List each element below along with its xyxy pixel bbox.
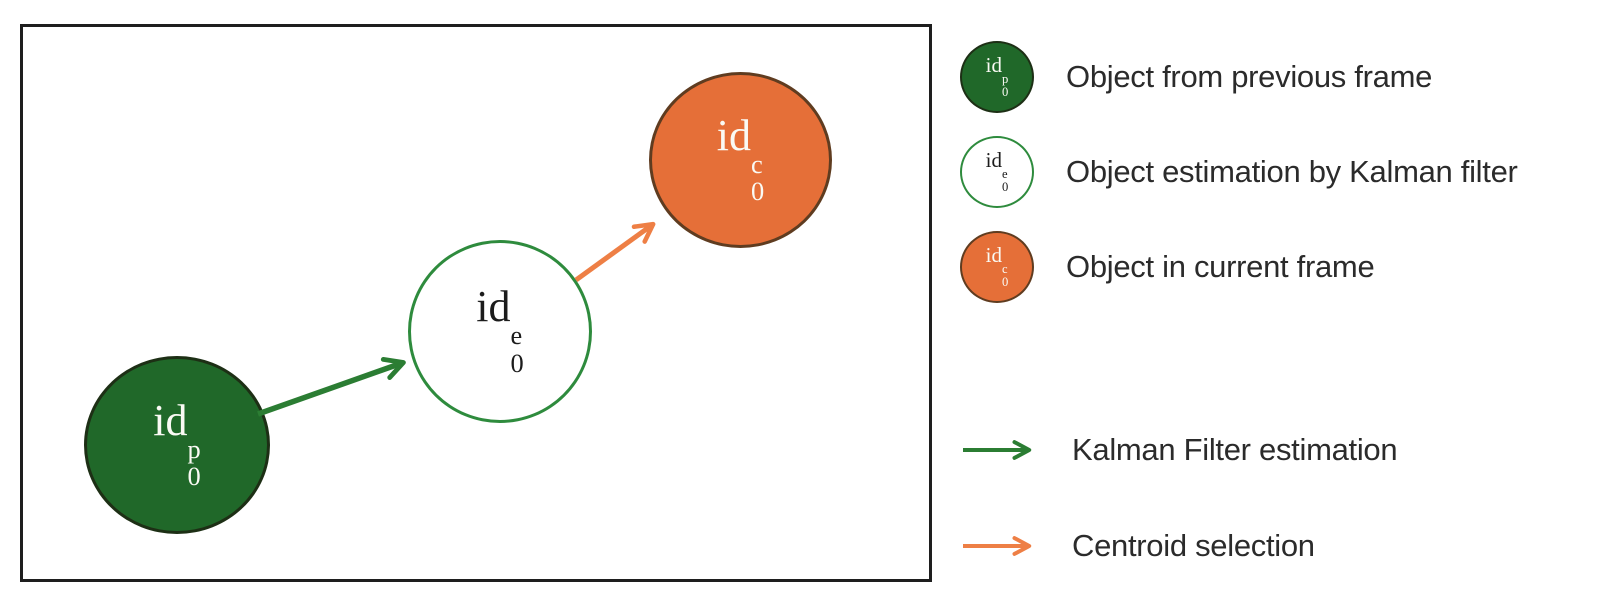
- legend-label-kalman-estimation: Object estimation by Kalman filter: [1066, 154, 1518, 189]
- legend-item-kalman-filter-arrow: Kalman Filter estimation: [960, 432, 1398, 468]
- legend-label-centroid-selection: Centroid selection: [1072, 528, 1315, 563]
- green-arrow-icon: [963, 440, 1032, 460]
- legend-label-kalman-arrow: Object in current frame: [1066, 249, 1375, 284]
- legend-label-previous-frame: Object from previous frame: [1066, 59, 1433, 94]
- legend-label-kalman-filter-estimation: Kalman Filter estimation: [1072, 432, 1398, 467]
- orange-arrow-icon: [963, 536, 1032, 556]
- legend-item-centroid-selection-arrow: Centroid selection: [960, 528, 1315, 564]
